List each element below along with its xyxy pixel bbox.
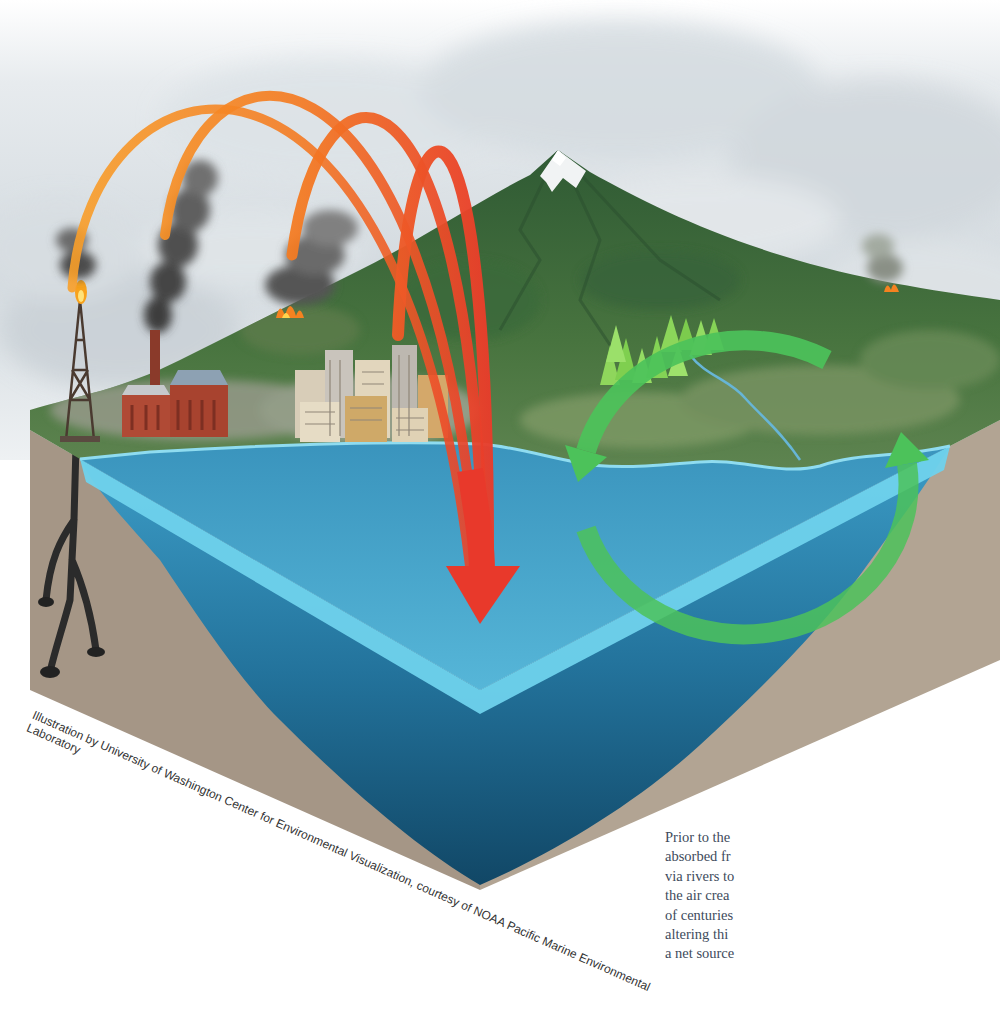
land	[552, 150, 566, 166]
factory	[122, 385, 170, 395]
small-fire	[867, 254, 903, 282]
body-text-line: via rivers to	[665, 867, 734, 885]
emission-arcs	[446, 566, 520, 624]
factory	[144, 297, 172, 333]
ocean-surface	[80, 443, 950, 690]
ocean-surface	[80, 443, 950, 469]
small-fire	[862, 234, 903, 292]
body-text-line: Prior to the	[665, 828, 730, 846]
forest-fire	[302, 210, 358, 246]
land	[500, 150, 720, 360]
body-text-line: absorbed fr	[665, 847, 731, 865]
factory	[150, 262, 186, 302]
natural-cycle-arrows	[586, 464, 909, 634]
land	[240, 305, 360, 355]
small-fire	[862, 234, 903, 282]
emission-arcs	[470, 470, 482, 572]
factory	[132, 400, 214, 430]
forest-fire	[282, 313, 290, 318]
natural-cycle-arrows	[565, 340, 929, 634]
land	[50, 150, 1000, 448]
oil-derrick	[66, 300, 94, 440]
city-buildings	[305, 355, 424, 436]
factory	[170, 370, 228, 385]
emission-arcs	[72, 109, 470, 570]
natural-cycle-arrows	[565, 445, 607, 482]
drill-well	[40, 666, 60, 678]
ocean-surface	[80, 443, 950, 690]
emission-arcs	[165, 96, 478, 570]
body-text-line: of centuries	[665, 906, 733, 924]
small-fire	[862, 234, 894, 258]
city-buildings	[300, 402, 340, 442]
drill-well	[38, 597, 54, 607]
forest-fire	[276, 306, 304, 318]
drill-well	[87, 647, 105, 657]
emission-arcs	[72, 96, 520, 624]
land	[540, 150, 586, 192]
river	[690, 355, 800, 460]
forest-fire	[265, 210, 358, 305]
small-fire	[884, 284, 899, 292]
natural-cycle-arrows	[885, 432, 929, 468]
natural-cycle-arrows	[586, 340, 827, 451]
land	[860, 330, 1000, 390]
forest-fire	[265, 210, 358, 318]
oil-derrick	[60, 436, 100, 442]
factory	[144, 160, 218, 333]
body-text-line: altering thi	[665, 925, 728, 943]
river	[690, 355, 800, 460]
land	[50, 250, 1000, 448]
body-text-line: a net source	[665, 944, 734, 962]
oil-derrick	[78, 290, 84, 302]
forest	[606, 325, 626, 362]
body-text-line: the air crea	[665, 886, 729, 904]
city-buildings	[345, 396, 387, 442]
city-buildings	[392, 408, 428, 442]
